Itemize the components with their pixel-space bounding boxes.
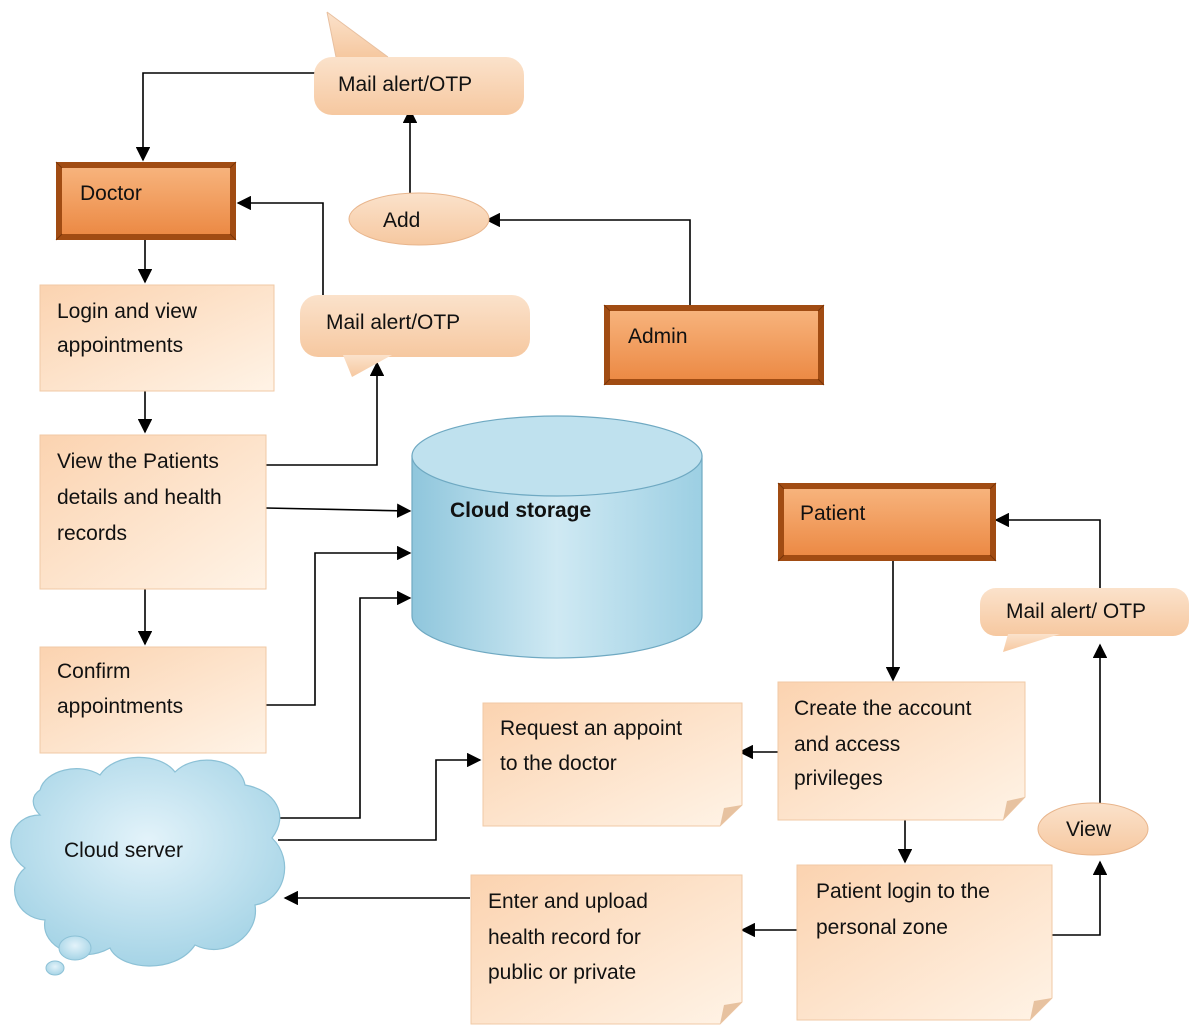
request-appoint-box[interactable]: Request an appoint to the doctor [482, 702, 743, 827]
arrow-mail-top-to-doctor [135, 72, 320, 162]
arrow-admin-to-add [485, 212, 691, 305]
arrow-mail-right-to-patient [994, 512, 1101, 588]
arrow-mail-mid-to-doctor [236, 195, 324, 295]
add-label: Add [383, 209, 420, 232]
cloud-server-shape[interactable]: Cloud server [10, 756, 286, 976]
cloud-storage-label: Cloud storage [450, 499, 591, 522]
patient-login-box[interactable]: Patient login to the personal zone [796, 864, 1053, 1021]
cloud-server-label: Cloud server [64, 839, 183, 862]
confirm-box[interactable]: Confirm appointments [39, 646, 267, 754]
view-label: View [1066, 818, 1112, 841]
mail-alert-top-label: Mail alert/OTP [338, 73, 472, 96]
doctor-box[interactable]: Doctor [55, 161, 237, 241]
patient-box[interactable]: Patient [777, 482, 997, 562]
arrow-cloud-server-to-request [278, 752, 482, 841]
view-patients-label: View the Patients details and health rec… [57, 450, 227, 545]
view-patients-box[interactable]: View the Patients details and health rec… [39, 434, 267, 590]
confirm-label: Confirm appointments [57, 660, 183, 718]
arrow-view-patients-to-storage [265, 503, 412, 518]
login-view-label: Login and view appointments [57, 300, 203, 357]
login-view-box[interactable]: Login and view appointments [39, 284, 275, 392]
admin-label: Admin [628, 325, 688, 348]
create-account-box[interactable]: Create the account and access privileges [777, 681, 1026, 821]
mail-alert-top-callout[interactable]: Mail alert/OTP [314, 11, 524, 115]
request-appoint-label: Request an appoint to the doctor [500, 717, 688, 775]
enter-upload-box[interactable]: Enter and upload health record for publi… [470, 874, 743, 1025]
mail-alert-right-label: Mail alert/ OTP [1006, 600, 1146, 623]
arrow-view-patients-to-mail-mid [266, 361, 385, 466]
view-node[interactable]: View [1037, 802, 1149, 856]
doctor-label: Doctor [80, 182, 142, 205]
patient-label: Patient [800, 502, 866, 525]
cloud-storage-cylinder[interactable]: Cloud storage [411, 415, 703, 659]
mail-alert-mid-label: Mail alert/OTP [326, 311, 460, 334]
arrow-cloud-server-to-storage [278, 590, 412, 819]
arrow-patient-login-to-view [1052, 860, 1108, 936]
mail-alert-right-callout[interactable]: Mail alert/ OTP [980, 588, 1189, 652]
add-node[interactable]: Add [348, 192, 490, 246]
arrow-confirm-to-storage [266, 545, 412, 706]
patient-login-label: Patient login to the personal zone [816, 880, 996, 939]
connectors [135, 72, 1108, 938]
enter-upload-label: Enter and upload health record for publi… [488, 890, 654, 984]
mail-alert-mid-callout[interactable]: Mail alert/OTP [300, 295, 530, 377]
admin-box[interactable]: Admin [603, 304, 825, 386]
create-account-label: Create the account and access privileges [794, 697, 977, 790]
